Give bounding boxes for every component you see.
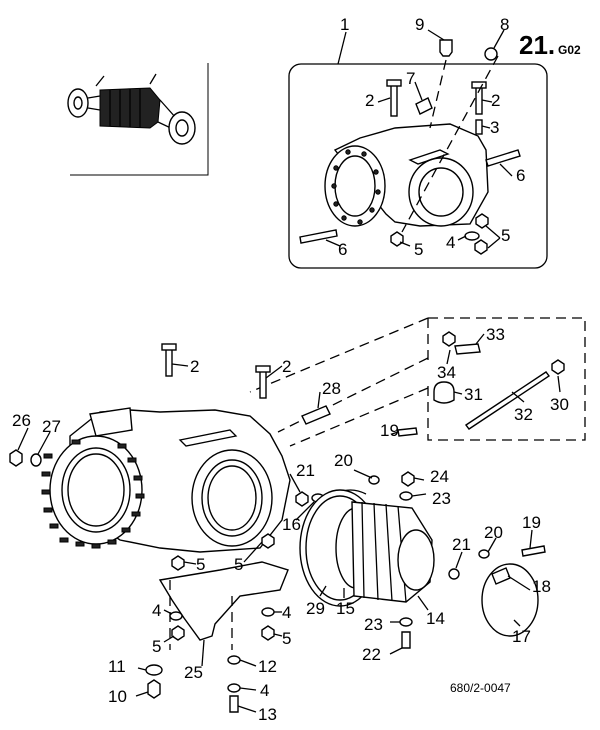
callout-19b: 19	[522, 513, 541, 532]
callout-26: 26	[12, 411, 31, 430]
callout-2d: 2	[282, 357, 291, 376]
callout-6b: 6	[338, 240, 347, 259]
callout-5c: 5	[196, 555, 205, 574]
callout-29: 29	[306, 599, 325, 618]
callout-22: 22	[362, 645, 381, 664]
callout-4d: 4	[260, 681, 269, 700]
callout-18: 18	[532, 577, 551, 596]
callout-17: 17	[512, 627, 531, 646]
callout-12: 12	[258, 657, 277, 676]
callout-4c: 4	[282, 603, 291, 622]
callout-5e: 5	[152, 637, 161, 656]
callout-24: 24	[430, 467, 449, 486]
callout-2b: 2	[491, 91, 500, 110]
callout-8: 8	[500, 15, 509, 34]
callout-2c: 2	[190, 357, 199, 376]
callout-11: 11	[108, 657, 126, 676]
callout-2a: 2	[365, 91, 374, 110]
callout-5a: 5	[414, 240, 423, 259]
drawing-code: 680/2-0047	[450, 681, 511, 695]
callout-25: 25	[184, 663, 203, 682]
callout-14: 14	[426, 609, 445, 628]
callout-34: 34	[437, 363, 456, 382]
page-suffix: G02	[558, 43, 581, 57]
callout-23a: 23	[432, 489, 451, 508]
callout-7: 7	[406, 69, 415, 88]
callout-5d: 5	[234, 555, 243, 574]
callout-3: 3	[490, 118, 499, 137]
callout-20b: 20	[484, 523, 503, 542]
callout-6a: 6	[516, 166, 525, 185]
callout-27: 27	[42, 417, 61, 436]
callout-23b: 23	[364, 615, 383, 634]
callout-28: 28	[322, 379, 341, 398]
callout-33: 33	[486, 325, 505, 344]
callout-4b: 4	[152, 601, 161, 620]
callout-1: 1	[340, 15, 349, 34]
callout-4a: 4	[446, 233, 455, 252]
page-number: 21.	[519, 30, 555, 60]
callout-19a: 19	[380, 421, 399, 440]
callout-9: 9	[415, 15, 424, 34]
callout-32: 32	[514, 405, 533, 424]
callout-13: 13	[258, 705, 277, 724]
callout-21a: 21	[296, 461, 315, 480]
callout-5f: 5	[282, 629, 291, 648]
callout-5b: 5	[501, 226, 510, 245]
main-housing-assembly: 2 2 28 19 26 27 20 21 24 16 23 5 5 4 4 5…	[9, 317, 551, 724]
callout-20a: 20	[334, 451, 353, 470]
housing-detail-inset: 21. G02	[288, 15, 581, 269]
callout-10: 10	[108, 687, 127, 706]
callout-15: 15	[336, 599, 355, 618]
callout-31: 31	[464, 385, 483, 404]
axle-thumbnail	[67, 63, 209, 176]
callout-16: 16	[282, 515, 301, 534]
callout-30: 30	[550, 395, 569, 414]
optional-parts-box: 33 34 31 32 30	[427, 317, 586, 441]
callout-21b: 21	[452, 535, 471, 554]
